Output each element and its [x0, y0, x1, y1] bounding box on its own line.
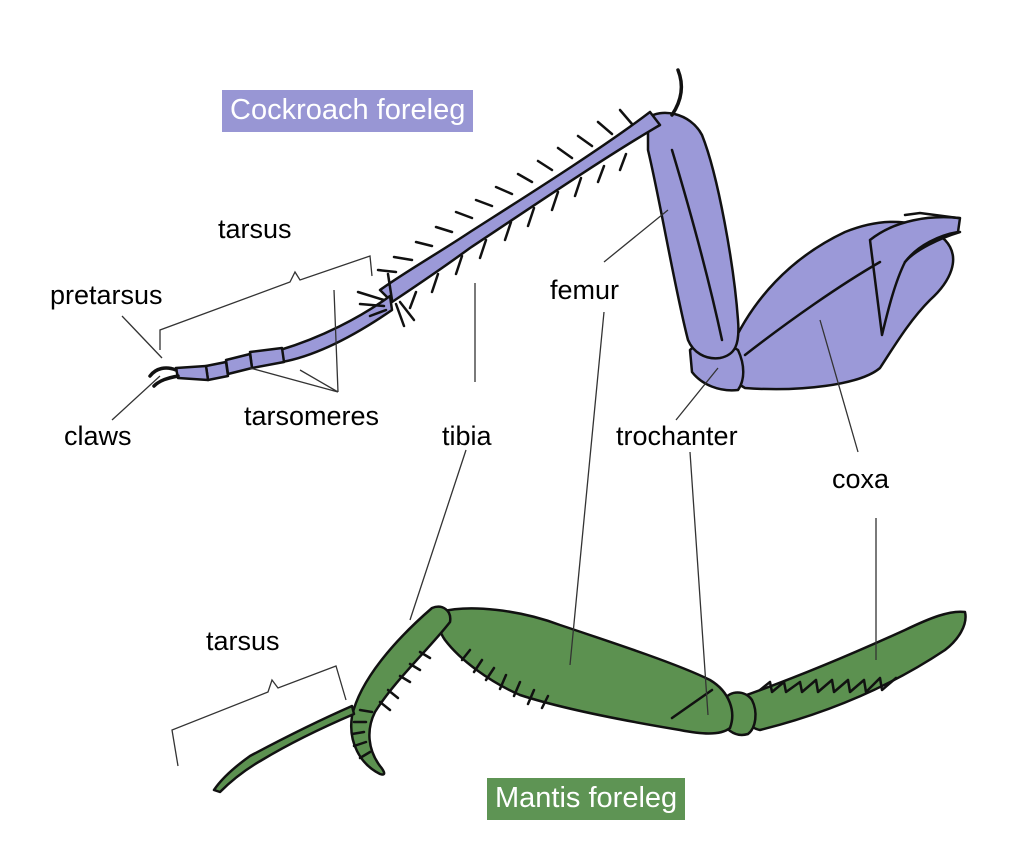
label-tarsomeres: tarsomeres	[244, 401, 380, 431]
trochanter-leader	[675, 367, 719, 716]
mantis-femur-spines	[460, 648, 550, 710]
cockroach-coxa-fold	[743, 260, 882, 357]
label-tibia: tibia	[442, 421, 492, 451]
cockroach-coxa-rim2	[903, 211, 960, 220]
pretarsus-leader	[121, 315, 163, 359]
cockroach-femur	[646, 111, 740, 360]
cockroach-title: Cockroach foreleg	[222, 90, 474, 132]
femur-leader	[569, 209, 669, 666]
claws-leader	[111, 375, 161, 421]
cockroach-femur-ridge	[670, 148, 724, 342]
cockroach-tibia	[378, 110, 662, 304]
cockroach-coxa-rim	[903, 230, 962, 264]
mantis-tibia	[349, 605, 452, 776]
label-pretarsus: pretarsus	[50, 280, 163, 310]
cockroach-tibia-spines	[376, 108, 634, 310]
cockroach-coxa-base	[868, 215, 962, 337]
mantis-coxa-serrations	[758, 676, 898, 694]
mantis-tibia-spines	[350, 650, 432, 760]
cockroach-spur	[670, 68, 684, 117]
tarsomeres-leader	[249, 289, 339, 393]
tarsus-top-bracket	[159, 255, 373, 350]
mantis-coxa	[736, 610, 967, 732]
mantis-title: Mantis foreleg	[487, 778, 686, 820]
cockroach-tarsomere-2	[224, 352, 254, 376]
mantis-femur	[436, 607, 734, 735]
cockroach-tarsus-spines	[356, 272, 416, 328]
leader-lines	[111, 209, 877, 767]
cockroach-tarsomere-4	[174, 364, 210, 382]
cockroach-leg	[148, 68, 962, 392]
label-trochanter: trochanter	[616, 421, 738, 451]
cockroach-claws	[148, 366, 180, 388]
label-tarsus-top: tarsus	[218, 214, 292, 244]
label-claws: claws	[64, 421, 132, 451]
cockroach-tarsomere-3	[204, 360, 230, 382]
mantis-femur-segment	[670, 688, 714, 720]
cockroach-tarsomere-1	[248, 346, 286, 370]
mantis-tarsus	[212, 704, 356, 794]
coxa-leader	[819, 319, 877, 660]
label-femur: femur	[550, 275, 620, 305]
label-tarsus-bottom: tarsus	[206, 626, 280, 656]
label-coxa: coxa	[832, 464, 890, 494]
mantis-leg	[212, 605, 967, 794]
tarsus-bottom-bracket	[171, 665, 347, 767]
tibia-leader	[409, 283, 476, 621]
